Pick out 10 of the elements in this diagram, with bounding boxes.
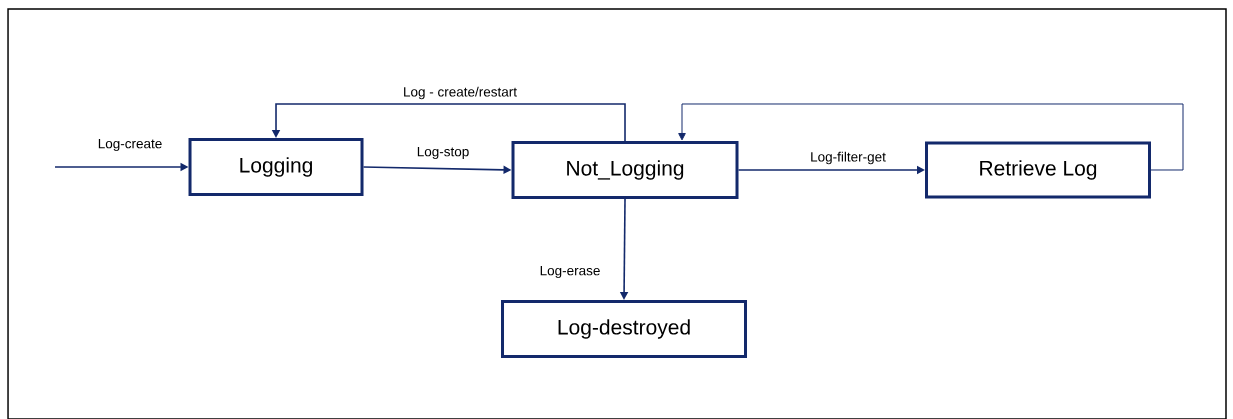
edge-label: Log-create	[96, 137, 164, 153]
edge-label: Log-erase	[538, 264, 602, 280]
state-box: Not_Logging	[511, 141, 739, 199]
state-box: Logging	[188, 138, 364, 196]
edge-label: Log-filter-get	[809, 150, 887, 166]
edge-label: Log-stop	[415, 145, 471, 161]
arrow	[678, 103, 1184, 171]
state-box: Log-destroyed	[501, 300, 747, 358]
state-box: Retrieve Log	[925, 141, 1151, 199]
edge-label: Log - create/restart	[402, 85, 519, 101]
